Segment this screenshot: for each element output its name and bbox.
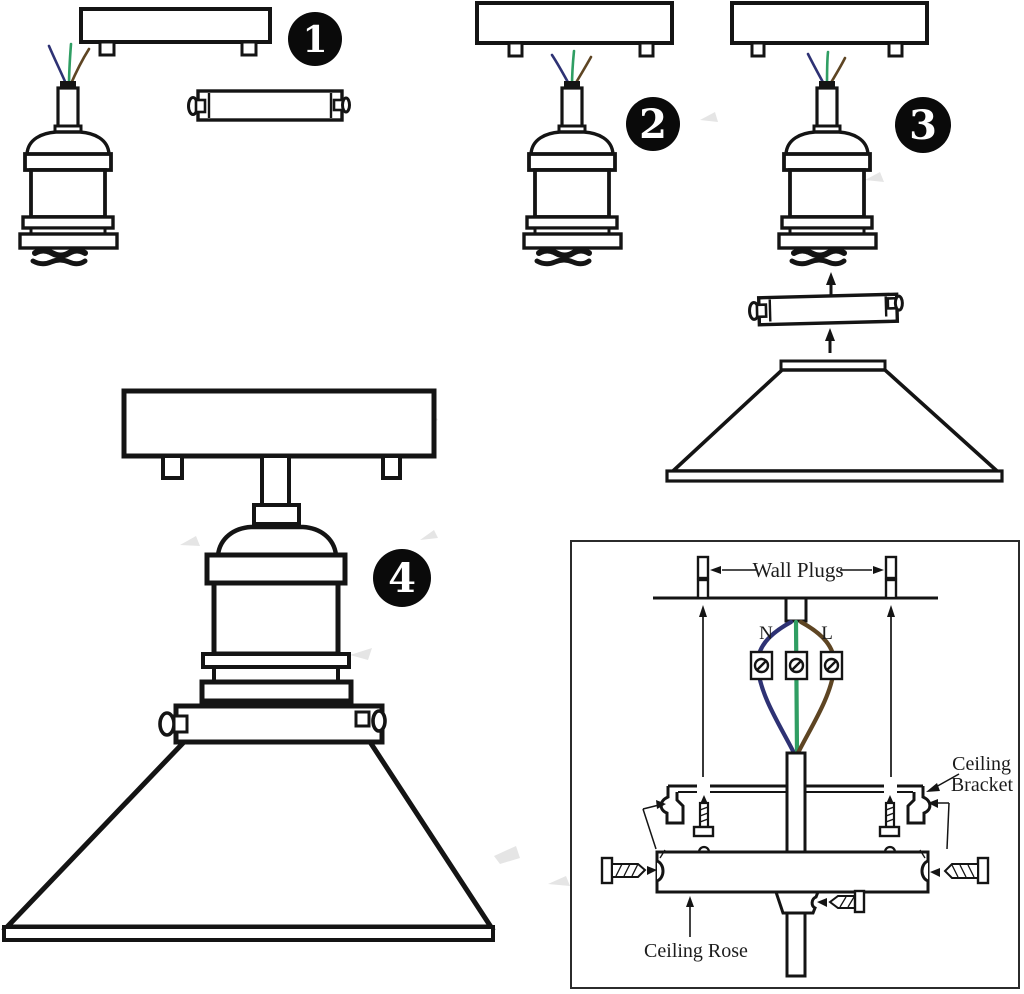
mounting-bar <box>187 89 351 122</box>
wall-plugs-callout: Wall Plugs <box>710 558 884 582</box>
wall-plugs-label: Wall Plugs <box>752 558 843 582</box>
neutral-wire-label: N <box>759 623 773 644</box>
step-4-number: 4 <box>388 555 416 602</box>
supply-wires <box>47 42 91 88</box>
bracket-leader-left <box>642 800 666 850</box>
screw-arrow-right <box>887 605 895 777</box>
ceiling-plate <box>79 7 272 57</box>
step-1-badge: 1 <box>288 12 342 66</box>
assembled-fixture <box>199 454 354 704</box>
rose-screw-left <box>600 856 657 885</box>
step-4-badge: 4 <box>373 549 431 607</box>
assembly-arrow-up <box>826 272 836 297</box>
ceiling-bracket-callout: Ceiling Bracket <box>926 753 1013 796</box>
ceiling-bracket-label-line1: Ceiling <box>952 753 1011 775</box>
step-2-number: 2 <box>639 101 667 148</box>
shade-ring-screw-left <box>158 711 189 737</box>
terminal-block-earth <box>784 650 809 681</box>
terminal-block-neutral <box>749 650 774 681</box>
lamp-holder <box>777 86 878 267</box>
step-2: 2 <box>475 1 680 267</box>
assembly-arrow-up-2 <box>825 328 835 353</box>
bracket-leader-right <box>928 799 950 850</box>
ceiling-rose-label: Ceiling Rose <box>644 940 748 962</box>
wall-plug-right <box>884 555 898 600</box>
lamp-shade <box>665 359 1004 483</box>
supply-wires <box>550 49 593 88</box>
screw-thread <box>30 247 88 267</box>
screw-thread <box>534 247 592 267</box>
rose-screw-right <box>930 856 990 885</box>
step-3-number: 3 <box>909 102 937 149</box>
ceiling-plate <box>475 1 674 58</box>
supply-wires <box>806 50 847 88</box>
mounting-bar <box>748 292 904 327</box>
step-1: 1 <box>18 7 351 267</box>
step-3-badge: 3 <box>895 97 951 153</box>
ceiling-rose-callout: Ceiling Rose <box>644 896 748 962</box>
screw-arrow-left <box>699 605 707 777</box>
wiring-inset: Wall Plugs N L <box>570 540 1020 989</box>
lamp-holder <box>522 86 623 267</box>
ceiling-bracket <box>659 784 932 838</box>
cable-entry <box>784 596 808 623</box>
lamp-shade <box>1 703 496 942</box>
terminal-block-live <box>819 650 844 681</box>
wall-plug-left <box>696 555 710 600</box>
live-wire-label: L <box>821 623 833 644</box>
shade-ring-screw-right <box>354 709 387 733</box>
lamp-holder <box>18 86 119 267</box>
ceiling-rose <box>655 845 930 894</box>
rose-neck <box>773 889 866 915</box>
step-1-number: 1 <box>302 19 327 61</box>
step-3: 3 <box>665 1 1004 483</box>
screw-thread <box>789 247 847 267</box>
pendant-stem <box>785 911 807 978</box>
step-4: 4 <box>1 388 496 942</box>
bracket-screw-right <box>878 795 901 838</box>
ceiling-plate <box>730 1 929 58</box>
step-2-badge: 2 <box>626 97 680 151</box>
bracket-screw-left <box>692 795 715 838</box>
ceiling-bracket-label-line2: Bracket <box>951 774 1014 796</box>
cable-conduit <box>785 751 807 854</box>
